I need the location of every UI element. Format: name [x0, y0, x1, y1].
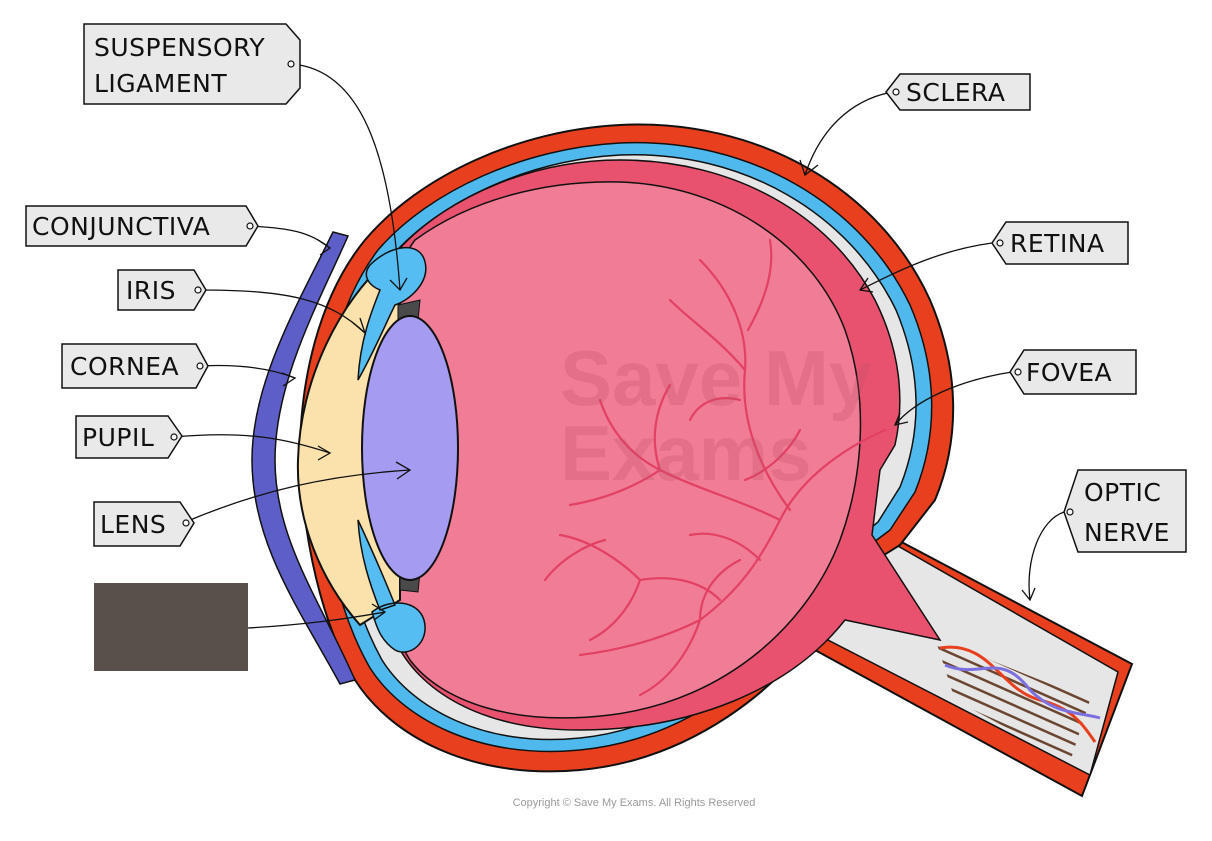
label-suspensory-ligament-line-2: LIGAMENT: [94, 69, 227, 98]
label-optic-nerve-line-1: OPTIC: [1084, 478, 1161, 507]
label-fovea-text: FOVEA: [1026, 358, 1112, 387]
blood-vessels: [543, 238, 887, 697]
label-suspensory-ligament-line-1: SUSPENSORY: [94, 33, 265, 62]
hidden-label-box: [94, 583, 248, 671]
label-sclera-text: SCLERA: [906, 78, 1006, 107]
label-optic-nerve-line-2: NERVE: [1084, 518, 1170, 547]
label-retina: RETINA: [991, 221, 1129, 265]
lens: [361, 315, 459, 581]
label-conjunctiva: CONJUNCTIVA: [25, 205, 259, 247]
label-retina-text: RETINA: [1010, 229, 1105, 258]
optic-vein: [944, 663, 1101, 720]
label-fovea: FOVEA: [1009, 349, 1137, 395]
label-lens: LENS: [93, 501, 195, 547]
copyright-notice: Copyright © Save My Exams. All Rights Re…: [513, 797, 756, 809]
label-optic-nerve: OPTIC NERVE: [1063, 469, 1187, 553]
watermark-line-2: Exams: [560, 409, 812, 497]
ciliary-body-top: [357, 247, 427, 381]
label-cornea-text: CORNEA: [70, 352, 179, 381]
label-iris: IRIS: [117, 269, 207, 311]
label-pupil-text: PUPIL: [82, 423, 154, 452]
label-pupil: PUPIL: [75, 415, 183, 459]
label-iris-text: IRIS: [126, 276, 176, 305]
watermark-line-1: Save My: [560, 334, 872, 422]
optic-artery: [939, 645, 1097, 743]
label-sclera: SCLERA: [885, 73, 1031, 111]
label-conjunctiva-text: CONJUNCTIVA: [32, 212, 210, 241]
label-cornea: CORNEA: [61, 343, 209, 389]
label-lens-text: LENS: [100, 510, 166, 539]
pointer-arrows: [281, 159, 1036, 621]
label-suspensory-ligament: SUSPENSORY LIGAMENT: [83, 23, 301, 105]
